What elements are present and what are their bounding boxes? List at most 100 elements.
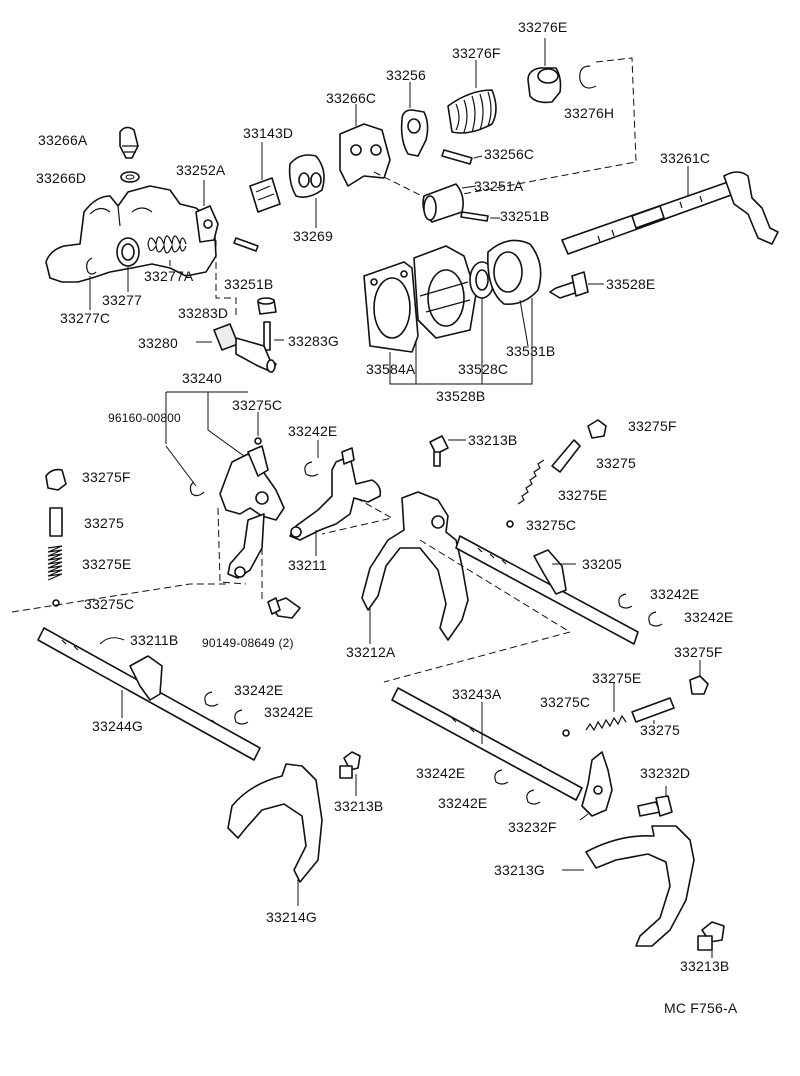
- part-33240: [219, 445, 285, 579]
- callout-33214G: 33214G: [266, 909, 318, 925]
- callout-33275F-c: 33275F: [674, 644, 723, 660]
- callout-33528B: 33528B: [436, 388, 486, 404]
- part-33214G: [227, 763, 323, 883]
- part-33275-b: [49, 507, 63, 537]
- part-33256C: [441, 149, 473, 165]
- part-33277C: [86, 257, 97, 275]
- callout-33277C: 33277C: [60, 310, 111, 326]
- callout-33143D: 33143D: [243, 125, 294, 141]
- callout-33242E-f: 33242E: [416, 765, 466, 781]
- callout-33275E-c: 33275E: [592, 670, 642, 686]
- callout-33266D: 33266D: [36, 170, 87, 186]
- callout-96160-00800: 96160-00800: [108, 411, 181, 425]
- callout-33212A: 33212A: [346, 644, 396, 660]
- callout-33242E-e: 33242E: [264, 704, 314, 720]
- callout-33275C-d: 33275C: [540, 694, 591, 710]
- callout-33232F: 33232F: [508, 819, 557, 835]
- figure-code: MC F756-A: [664, 1000, 738, 1016]
- callout-33275F-b: 33275F: [82, 469, 131, 485]
- callout-33213B-b: 33213B: [334, 798, 384, 814]
- callout-33266A: 33266A: [38, 132, 88, 148]
- callout-33242E-d: 33242E: [234, 682, 284, 698]
- part-33275-a: [551, 439, 581, 473]
- part-33242E-e: [234, 709, 249, 725]
- part-33280: [213, 323, 277, 373]
- part-33584A: [363, 261, 419, 353]
- part-33252A: [195, 205, 219, 243]
- callout-33242E-a: 33242E: [288, 423, 338, 439]
- part-33213G: [585, 825, 695, 947]
- part-33242E-g: [526, 789, 541, 805]
- part-33275-c: [631, 697, 675, 723]
- part-housing: [413, 245, 477, 339]
- part-33276H: [579, 65, 597, 89]
- callout-33243A: 33243A: [452, 686, 502, 702]
- part-33266C: [339, 123, 391, 187]
- callout-90149-08649: 90149-08649 (2): [202, 636, 294, 650]
- callout-33211B: 33211B: [130, 632, 179, 648]
- callout-33275C-a: 33275C: [232, 397, 283, 413]
- callout-33251B-b: 33251B: [224, 276, 274, 292]
- callout-33275-b: 33275: [84, 515, 124, 531]
- part-33213B-a: [429, 435, 449, 467]
- part-33212A: [361, 491, 469, 641]
- callout-33251B-a: 33251B: [500, 208, 550, 224]
- part-33275F-c: [689, 675, 709, 695]
- part-90149-08649: [267, 597, 301, 619]
- callout-33528E: 33528E: [606, 276, 656, 292]
- callout-33256C: 33256C: [484, 146, 535, 162]
- callout-33213G: 33213G: [494, 862, 546, 878]
- callout-33261C: 33261C: [660, 150, 711, 166]
- part-33275F-b: [45, 468, 67, 491]
- callout-33584A: 33584A: [366, 361, 416, 377]
- callout-33277A: 33277A: [144, 268, 194, 284]
- part-33276E: [527, 67, 562, 104]
- part-33275C-c: [506, 520, 514, 528]
- part-33275C-d: [562, 729, 570, 737]
- part-33277: [116, 237, 140, 267]
- callout-33531B: 33531B: [506, 343, 556, 359]
- part-33531B: [487, 239, 542, 306]
- part-33528E: [549, 271, 589, 299]
- part-96160-00800: [189, 481, 205, 497]
- callout-33275E-a: 33275E: [558, 487, 608, 503]
- part-33266D: [120, 171, 140, 183]
- part-33283G: [263, 321, 271, 351]
- callout-33280: 33280: [138, 335, 178, 351]
- part-33277A: [147, 235, 187, 254]
- part-33275C-a: [254, 437, 262, 445]
- callout-33276F: 33276F: [452, 45, 501, 61]
- part-33242E-f: [494, 769, 509, 785]
- part-33242E-a: [304, 461, 319, 477]
- callout-33275C-b: 33275C: [84, 596, 135, 612]
- callout-33275E-b: 33275E: [82, 556, 132, 572]
- part-33211: [289, 447, 382, 541]
- callout-33213B-c: 33213B: [680, 958, 730, 974]
- part-33256: [400, 109, 429, 157]
- callout-33283D: 33283D: [178, 305, 229, 321]
- part-33243A: [391, 687, 583, 801]
- part-33275E-c: [585, 714, 627, 732]
- part-33242E-b: [618, 593, 633, 609]
- callout-33276E: 33276E: [518, 19, 568, 35]
- part-33232F: [581, 751, 613, 817]
- callout-33232D: 33232D: [640, 765, 691, 781]
- part-33275E-a: [517, 459, 545, 505]
- part-33266A: [119, 126, 139, 159]
- part-33232D: [637, 795, 673, 817]
- part-case: [45, 185, 217, 283]
- part-33251A: [422, 183, 464, 223]
- callout-33275F-a: 33275F: [628, 418, 677, 434]
- callout-33242E-g: 33242E: [438, 795, 488, 811]
- callout-33269: 33269: [293, 228, 333, 244]
- callout-33256: 33256: [386, 67, 426, 83]
- part-33251B-a: [460, 211, 489, 222]
- callout-33528C: 33528C: [458, 361, 509, 377]
- callout-33242E-b: 33242E: [650, 586, 700, 602]
- part-33269: [288, 154, 325, 198]
- callout-33276H: 33276H: [564, 105, 615, 121]
- part-33213B-b: [339, 751, 361, 779]
- part-33251B-b: [233, 237, 259, 252]
